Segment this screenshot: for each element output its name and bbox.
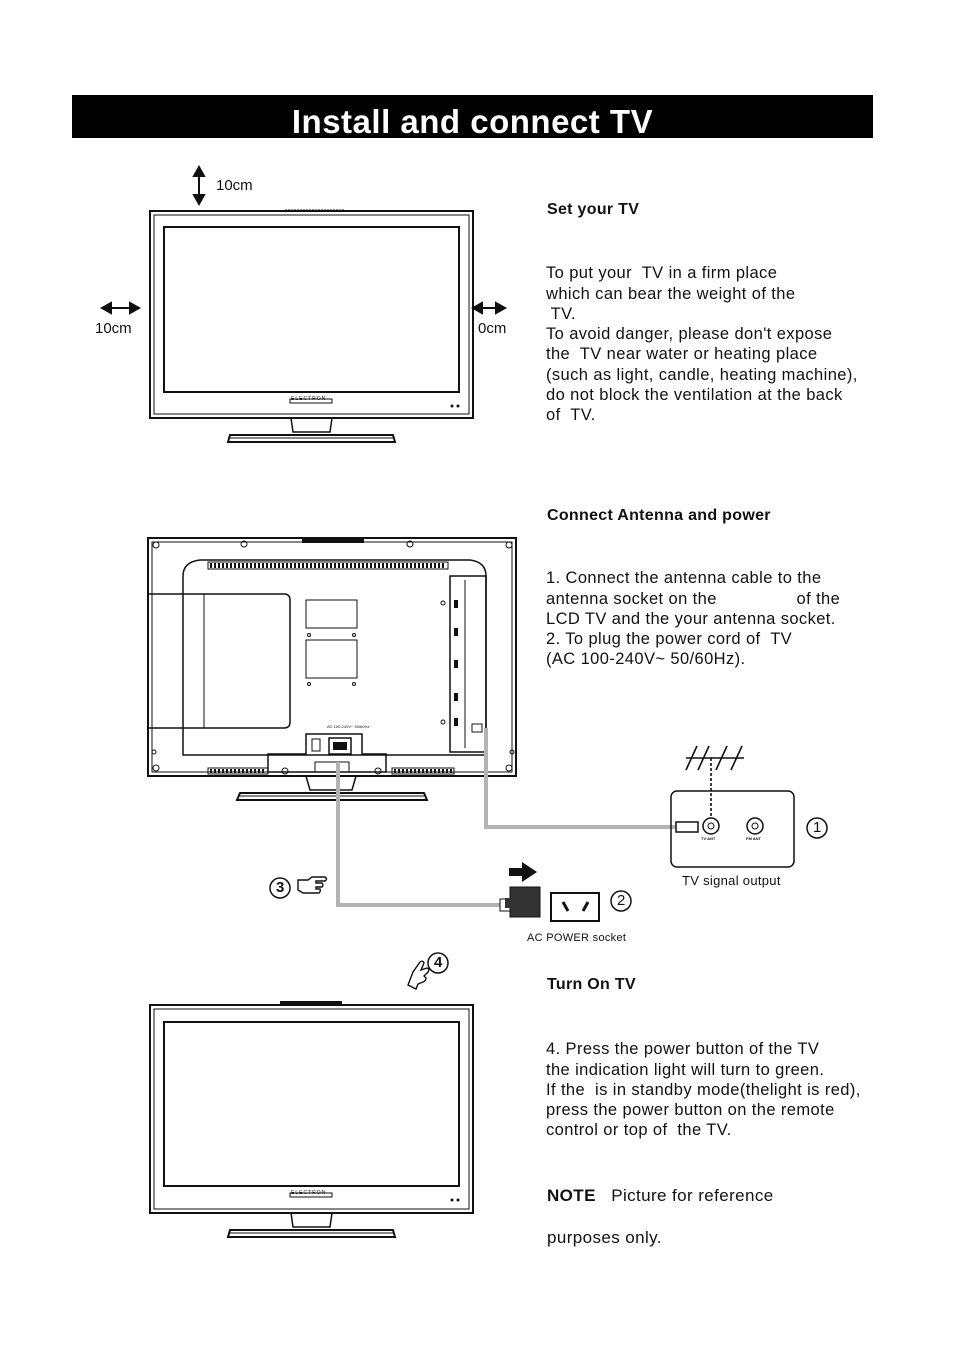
power-plug-icon (505, 886, 541, 918)
double-arrow-icon (99, 301, 142, 315)
arrow-right-icon (509, 862, 537, 882)
antenna-icon (685, 745, 744, 816)
turn-on-heading: Turn On TV (547, 976, 636, 993)
tv-brand-logo-bottom: ELECTRON (291, 1190, 327, 1196)
pointing-hand-icon (297, 876, 328, 894)
note-label: NOTE (547, 1186, 596, 1205)
set-tv-heading: Set your TV (547, 201, 640, 218)
marker-1-digit: 1 (813, 819, 822, 836)
pointing-hand-icon (407, 960, 430, 990)
ac-power-socket-label: AC POWER socket (527, 932, 627, 944)
clearance-right-label: 0cm (478, 320, 507, 337)
note-text-2: purposes only. (547, 1228, 662, 1247)
marker-4-digit: 4 (434, 954, 443, 971)
note-block: NOTE Picture for reference purposes only… (547, 1164, 774, 1269)
marker-2-digit: 2 (617, 892, 626, 909)
tv-signal-output-label: TV signal output (682, 873, 781, 888)
clearance-top-label: 10cm (216, 177, 253, 194)
marker-3-digit: 3 (276, 879, 285, 896)
double-arrow-icon (470, 301, 508, 315)
tv-ant-label: TV ANT (701, 836, 716, 841)
fm-ant-label: FM ANT (746, 836, 761, 841)
rating-label: AC 100-240V~ 50/60Hz (327, 724, 370, 729)
clearance-left-label: 10cm (95, 320, 132, 337)
double-arrow-icon (192, 164, 206, 207)
page-title: Install and connect TV (72, 95, 873, 140)
note-text: Picture for reference (611, 1186, 774, 1205)
connect-heading: Connect Antenna and power (547, 507, 771, 524)
tv-brand-logo: ELECTRON (291, 396, 327, 402)
